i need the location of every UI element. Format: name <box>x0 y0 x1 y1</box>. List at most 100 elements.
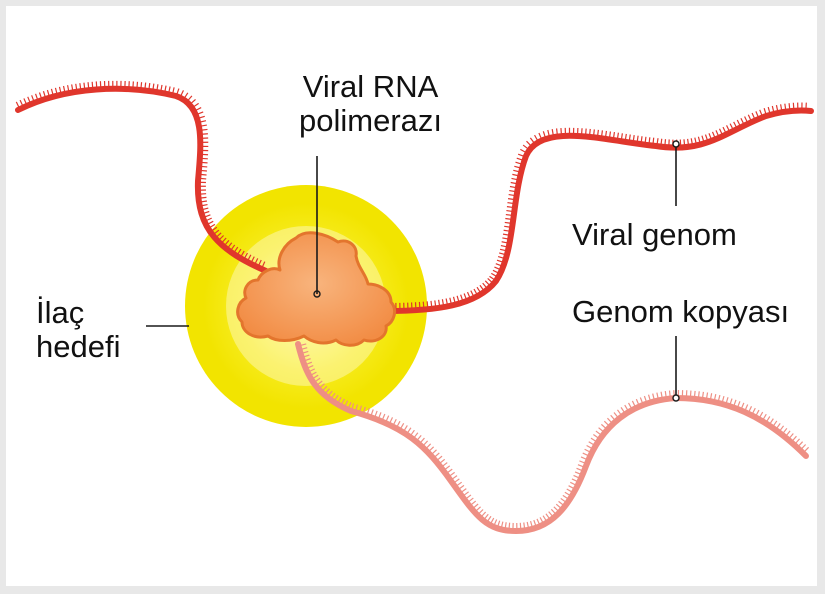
strand-base-tick <box>299 347 308 351</box>
strand-base-tick <box>636 135 639 144</box>
strand-base-tick <box>501 241 510 244</box>
strand-base-tick <box>79 83 82 92</box>
strand-base-tick <box>778 425 785 433</box>
strand-base-tick <box>550 508 558 516</box>
strand-base-tick <box>198 124 207 128</box>
strand-base-tick <box>534 134 539 143</box>
strand-base-tick <box>204 217 212 222</box>
strand-base-tick <box>461 491 469 498</box>
strand-base-tick <box>182 92 189 100</box>
strand-base-tick <box>566 488 574 494</box>
strand-base-tick <box>46 89 51 98</box>
strand-base-tick <box>571 478 580 483</box>
strand-base-tick <box>513 169 522 173</box>
strand-base-tick <box>384 415 390 424</box>
strand-base-tick <box>504 225 513 229</box>
viral-genome-label: Viral genom <box>572 217 737 252</box>
strand-base-tick <box>456 295 460 304</box>
strand-base-tick <box>722 126 728 135</box>
strand-base-tick <box>432 452 440 459</box>
strand-base-tick <box>440 462 448 468</box>
strand-base-tick <box>784 103 787 112</box>
strand-base-tick <box>300 350 309 355</box>
strand-base-tick <box>305 365 314 370</box>
strand-base-tick <box>500 244 509 248</box>
strand-base-tick <box>788 103 791 112</box>
viral-genome-leader-dot <box>672 140 680 148</box>
strand-base-tick <box>744 116 749 124</box>
strand-base-tick <box>536 518 541 527</box>
strand-base-tick <box>577 464 586 469</box>
strand-base-tick <box>223 240 230 247</box>
strand-base-tick <box>354 404 359 413</box>
strand-base-tick <box>358 405 363 414</box>
strand-base-tick <box>457 484 465 491</box>
strand-base-tick <box>207 223 216 230</box>
strand-base-tick <box>799 444 807 451</box>
strand-base-tick <box>560 128 563 137</box>
strand-base-tick <box>520 148 528 154</box>
strand-base-tick <box>704 134 709 143</box>
strand-base-tick <box>140 82 143 91</box>
strand-base-tick <box>555 503 563 510</box>
strand-base-tick <box>736 401 741 410</box>
strand-base-tick <box>573 474 582 480</box>
strand-base-tick <box>747 406 753 414</box>
strand-base-tick <box>560 497 568 504</box>
strand-base-tick <box>647 394 652 403</box>
strand-base-tick <box>500 521 504 530</box>
strand-base-tick <box>492 269 501 275</box>
strand-base-tick <box>628 134 631 143</box>
strand-base-tick <box>506 209 515 213</box>
strand-base-tick <box>15 101 21 110</box>
strand-base-tick <box>205 220 214 226</box>
strand-base-tick <box>726 125 731 133</box>
strand-base-tick <box>660 138 663 147</box>
strand-base-tick <box>395 420 401 429</box>
strand-base-tick <box>511 177 520 181</box>
drug-target-label-line1: İlaç <box>36 295 85 330</box>
strand-base-tick <box>608 131 612 140</box>
strand-base-tick <box>709 393 713 402</box>
strand-base-tick <box>315 380 323 387</box>
strand-base-tick <box>466 291 472 300</box>
strand-base-tick <box>340 398 345 407</box>
strand-base-tick <box>189 98 196 106</box>
strand-base-tick <box>362 406 366 415</box>
strand-base-tick <box>580 128 583 137</box>
strand-base-tick <box>34 93 39 102</box>
strand-base-tick <box>728 398 733 407</box>
strand-base-tick <box>320 385 328 393</box>
strand-base-tick <box>202 214 211 219</box>
strand-base-tick <box>409 429 415 438</box>
strand-base-tick <box>326 390 333 398</box>
strand-base-tick <box>426 301 429 310</box>
strand-base-tick <box>683 139 686 148</box>
strand-base-tick <box>502 233 512 236</box>
strand-base-tick <box>689 390 692 399</box>
strand-base-tick <box>473 288 479 297</box>
strand-base-tick <box>464 494 472 501</box>
strand-base-tick <box>640 136 643 145</box>
strand-base-tick <box>768 418 774 426</box>
strand-base-tick <box>635 398 641 407</box>
strand-base-tick <box>717 394 721 403</box>
strand-base-tick <box>198 193 207 195</box>
strand-base-tick <box>610 414 617 422</box>
strand-base-tick <box>584 128 587 137</box>
strand-base-tick <box>598 427 606 434</box>
strand-base-tick <box>313 377 321 384</box>
strand-base-tick <box>438 299 441 308</box>
strand-base-tick <box>418 301 421 310</box>
strand-base-tick <box>771 420 778 428</box>
strand-base-tick <box>450 475 458 481</box>
strand-base-tick <box>787 433 794 441</box>
strand-base-tick <box>576 467 585 472</box>
strand-base-tick <box>570 481 578 487</box>
strand-base-tick <box>793 438 801 446</box>
strand-base-tick <box>656 392 660 401</box>
strand-base-tick <box>479 284 486 293</box>
strand-base-tick <box>298 343 307 347</box>
strand-base-tick <box>600 130 604 139</box>
strand-base-tick <box>664 390 667 400</box>
